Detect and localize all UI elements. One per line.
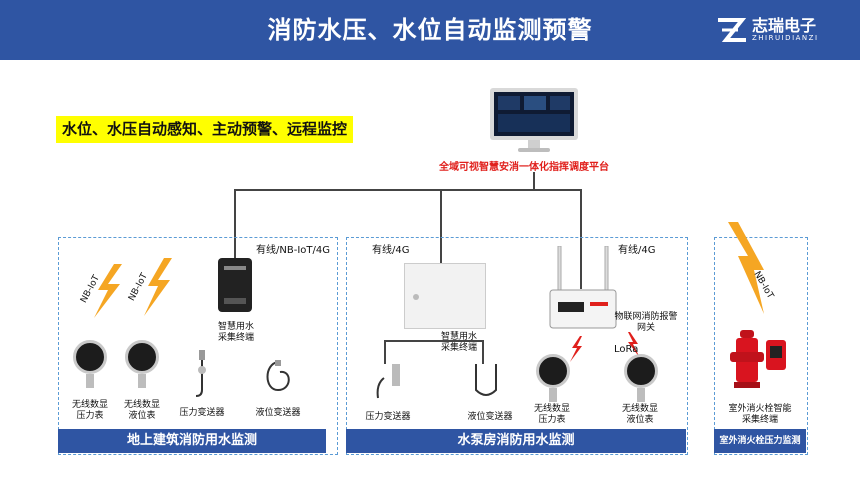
gauge1-label: 无线数显 压力表 (60, 400, 120, 422)
drop-line-gateway (580, 189, 582, 289)
drop-line-mid (440, 189, 442, 263)
level-transmitter-icon (266, 360, 290, 392)
platform-label: 全域可视智慧安消一体化指挥调度平台 (439, 162, 609, 173)
gauge2-label-line2: 液位表 (626, 415, 654, 425)
zone-footer: 水泵房消防用水监测 (346, 429, 686, 453)
hydrant-device-label-line2: 采集终端 (741, 415, 778, 425)
wireless-signal-icon (628, 332, 640, 358)
pressure-transmitter-icon (195, 350, 206, 397)
page-title: 消防水压、水位自动监测预警 (267, 16, 593, 44)
monitor-icon (490, 88, 578, 152)
trans1-label: 压力变送器 (365, 412, 411, 422)
trunk-line (533, 172, 535, 190)
trans2-label: 液位变送器 (467, 412, 513, 422)
feature-highlight: 水位、水压自动感知、主动预警、远程监控 (56, 116, 354, 143)
pressure-transmitter-icon (376, 364, 400, 399)
lightning-icon (728, 222, 764, 314)
collector-terminal (218, 258, 252, 312)
gateway-label-line1: 物联网消防报警 (614, 312, 678, 322)
lightning-icon (94, 264, 122, 318)
cabinet-wire (384, 340, 484, 342)
pressure-gauge (536, 354, 570, 402)
wireless-signal-icon (570, 336, 582, 362)
zone-pump-room (346, 237, 688, 455)
collector-label-line2: 采集终端 (217, 333, 254, 343)
company-name-latin: ZHIRUIDIANZI (752, 34, 819, 42)
gateway-label-line2: 网关 (636, 323, 655, 333)
hydrant-device-label-line1: 室外消火栓智能 (728, 404, 792, 414)
cabinet-wire (384, 340, 386, 364)
collector-label-line2: 采集终端 (440, 343, 477, 353)
zone-above-ground (58, 237, 338, 455)
gauge1-label-line2: 压力表 (538, 415, 566, 425)
zone-outdoor-hydrant (714, 237, 808, 455)
gateway-label: 物联网消防报警 网关 (612, 312, 680, 334)
zone-footer: 室外消火栓压力监测 (714, 429, 806, 453)
collector-label-line1: 智慧用水 (440, 332, 477, 342)
gauge1-label-line2: 压力表 (76, 411, 104, 421)
drop-line-left (234, 189, 236, 259)
pressure-gauge (73, 340, 107, 388)
connection-label: 有线/4G (372, 245, 410, 256)
company-logo-icon (718, 18, 747, 42)
level-transmitter-icon (475, 364, 497, 396)
connection-label: 有线/NB-IoT/4G (256, 245, 330, 256)
cabinet-wire (482, 340, 484, 364)
distribution-line (234, 189, 582, 191)
connection-label: 有线/4G (618, 245, 656, 256)
level-gauge (125, 340, 159, 388)
gauge2-label-line1: 无线数显 (621, 404, 658, 414)
gauge2-label-line1: 无线数显 (123, 400, 160, 410)
gauge2-label-line2: 液位表 (128, 411, 156, 421)
collector-cabinet (404, 263, 486, 329)
hydrant-device-label: 室外消火栓智能 采集终端 (720, 404, 800, 426)
trans1-label: 压力变送器 (179, 408, 225, 418)
fire-hydrant-icon (730, 330, 764, 388)
lora-label: LoRa (614, 344, 639, 355)
gauge1-label: 无线数显 压力表 (522, 404, 582, 426)
collector-label-line1: 智慧用水 (217, 322, 254, 332)
gauge1-label-line1: 无线数显 (533, 404, 570, 414)
company-name: 志瑞电子 (752, 16, 817, 35)
alarm-gateway-icon (549, 246, 617, 329)
level-gauge (624, 354, 658, 402)
gauge2-label: 无线数显 液位表 (112, 400, 172, 422)
collector-label: 智慧用水 采集终端 (424, 332, 494, 354)
gauge2-label: 无线数显 液位表 (610, 404, 670, 426)
trans2-label: 液位变送器 (255, 408, 301, 418)
gauge1-label-line1: 无线数显 (71, 400, 108, 410)
lightning-icon (144, 258, 172, 316)
collector-label: 智慧用水 采集终端 (196, 322, 276, 344)
hydrant-terminal-icon (766, 340, 786, 370)
zone-footer: 地上建筑消防用水监测 (58, 429, 326, 453)
header-bar (0, 0, 860, 60)
